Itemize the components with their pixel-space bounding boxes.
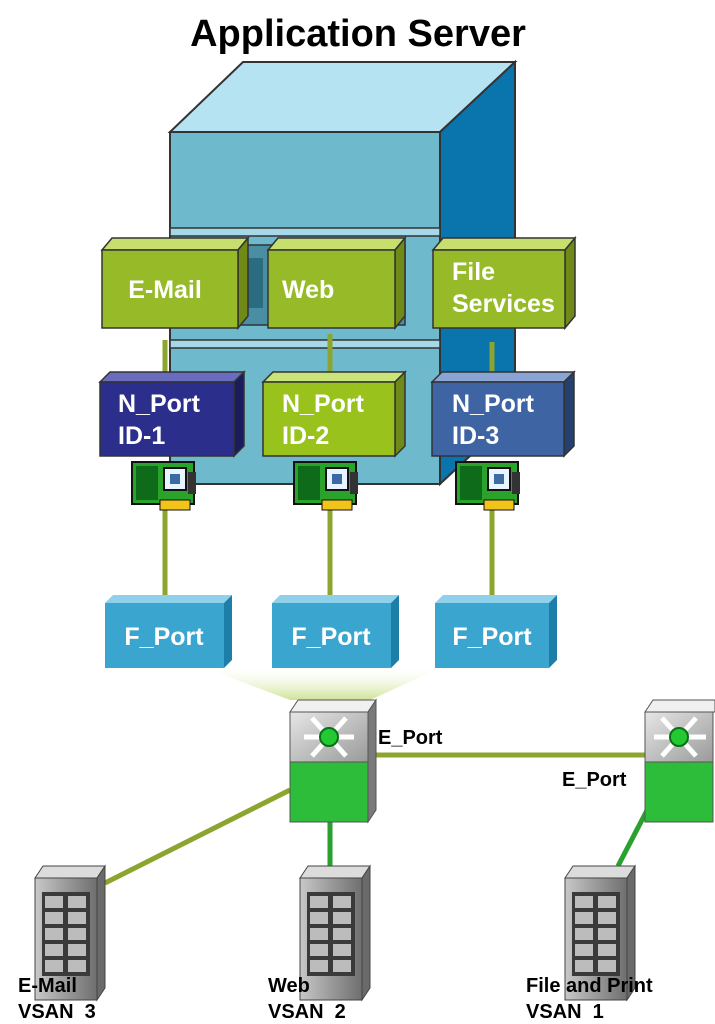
- app-box-email: E-Mail: [100, 235, 250, 331]
- fport-box-2: F_Port: [272, 595, 399, 668]
- storage-array-icon: [34, 864, 106, 1002]
- fabric-login-cone: [205, 668, 440, 700]
- nport-2-label: N_Port: [282, 390, 365, 418]
- fc-switch-icon: [644, 699, 715, 823]
- nport-1-label: N_Port: [118, 390, 201, 418]
- app-label-file: File: [452, 258, 495, 286]
- host-links: [162, 334, 495, 600]
- nport-3-id: ID-3: [452, 422, 499, 450]
- nport-2-id: ID-2: [282, 422, 329, 450]
- app-box-web: Web: [266, 235, 407, 331]
- storage-array-icon: [299, 864, 371, 1002]
- nport-3-label: N_Port: [452, 390, 535, 418]
- fport-3-label: F_Port: [452, 623, 532, 651]
- fport-2-label: F_Port: [291, 623, 371, 651]
- diagram-title: Application Server: [190, 13, 526, 55]
- eport-label-2: E_Port: [562, 769, 627, 791]
- storage-vsan-email: VSAN 3: [18, 1001, 96, 1023]
- storage-array-icon: [564, 864, 636, 1002]
- storage-vsan-file: VSAN 1: [526, 1001, 604, 1023]
- fport-box-3: F_Port: [435, 595, 557, 668]
- nport-box-2: N_Port ID-2: [261, 370, 407, 458]
- nport-box-3: N_Port ID-3: [430, 370, 576, 458]
- storage-vsan-web: VSAN 2: [268, 1001, 346, 1023]
- app-label-web: Web: [282, 276, 334, 304]
- fport-1-label: F_Port: [124, 623, 204, 651]
- hba-card-icon: [131, 461, 196, 511]
- storage-name-email: E-Mail: [18, 975, 77, 997]
- app-label-services: Services: [452, 290, 555, 318]
- storage-name-web: Web: [268, 975, 310, 997]
- storage-name-file: File and Print: [526, 975, 653, 997]
- nport-box-1: N_Port ID-1: [98, 370, 246, 458]
- hba-card-icon: [455, 461, 520, 511]
- nport-1-id: ID-1: [118, 422, 165, 450]
- fc-switch-icon: [289, 698, 377, 824]
- eport-label-1: E_Port: [378, 727, 443, 749]
- email-storage-link: [103, 787, 292, 886]
- app-box-file-services: File Services: [431, 235, 577, 331]
- hba-card-icon: [293, 461, 358, 511]
- app-label-email: E-Mail: [128, 276, 202, 304]
- fport-box-1: F_Port: [105, 595, 232, 668]
